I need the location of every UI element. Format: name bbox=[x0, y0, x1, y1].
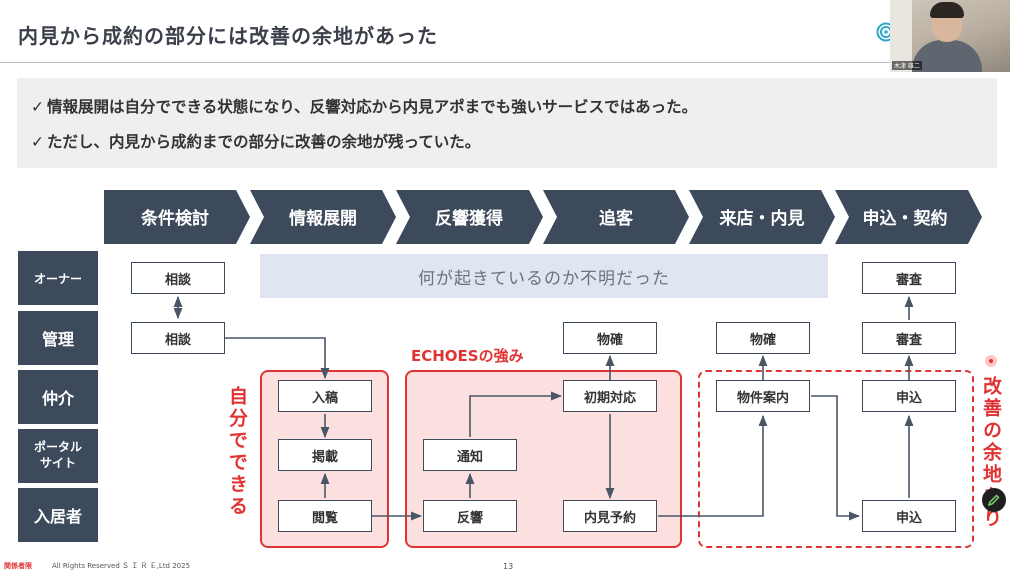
phase-arrow-2 bbox=[250, 190, 396, 244]
summary-box: ✓情報展開は自分でできる状態になり、反響対応から内見アポまでも強いサービスではあ… bbox=[17, 78, 997, 168]
check-icon: ✓ bbox=[31, 98, 44, 116]
node-tenant-apply: 申込 bbox=[862, 500, 956, 532]
summary-line-1: ✓情報展開は自分でできる状態になり、反響対応から内見アポまでも強いサービスではあ… bbox=[31, 95, 697, 117]
phase-arrow-6 bbox=[835, 190, 982, 244]
connector-notify-to-initial bbox=[469, 391, 563, 437]
node-mgmt-verify-1: 物確 bbox=[563, 322, 657, 354]
phase-label-2: 情報展開 bbox=[289, 208, 357, 229]
page-number: 13 bbox=[503, 562, 514, 571]
node-mgmt-verify-2: 物確 bbox=[716, 322, 810, 354]
webcam-name-tag: 木津 雄二 bbox=[892, 61, 922, 70]
summary-text-1: 情報展開は自分でできる状態になり、反響対応から内見アポまでも強いサービスではあっ… bbox=[47, 98, 698, 116]
lane-tenant: 入居者 bbox=[18, 488, 98, 542]
node-mgmt-review: 審査 bbox=[862, 322, 956, 354]
connector-consult-to-listing bbox=[225, 337, 330, 380]
phase-label-6: 申込・契約 bbox=[863, 208, 948, 229]
lane-broker: 仲介 bbox=[18, 370, 98, 424]
webcam-person-hair bbox=[930, 2, 964, 18]
phase-arrow-1 bbox=[104, 190, 250, 244]
annotation-pen-button[interactable] bbox=[982, 488, 1006, 512]
node-viewing-reservation: 内見予約 bbox=[563, 500, 657, 532]
lane-management: 管理 bbox=[18, 311, 98, 365]
phase-arrow-3 bbox=[396, 190, 543, 244]
summary-text-2: ただし、内見から成約までの部分に改善の余地が残っていた。 bbox=[47, 133, 481, 151]
node-mgmt-consult: 相談 bbox=[131, 322, 225, 354]
webcam-background bbox=[890, 0, 912, 72]
phase-arrow-4 bbox=[543, 190, 689, 244]
node-posting: 掲載 bbox=[278, 439, 372, 471]
node-broker-apply: 申込 bbox=[862, 380, 956, 412]
label-echoes-strength: ECHOESの強み bbox=[411, 347, 524, 365]
summary-line-2: ✓ただし、内見から成約までの部分に改善の余地が残っていた。 bbox=[31, 130, 480, 152]
node-response: 反響 bbox=[423, 500, 517, 532]
node-property-tour: 物件案内 bbox=[716, 380, 810, 412]
phase-label-3: 反響獲得 bbox=[435, 208, 503, 229]
improvement-region bbox=[698, 370, 974, 548]
node-owner-consult: 相談 bbox=[131, 262, 225, 294]
pencil-icon bbox=[987, 494, 1000, 507]
phase-label-1: 条件検討 bbox=[140, 208, 209, 229]
phase-arrow-5 bbox=[689, 190, 835, 244]
phase-label-5: 来店・内見 bbox=[719, 208, 805, 229]
footer-copyright: All Rights Reserved Ｓ Ｉ Ｒ Ｅ,Ltd 2025 bbox=[52, 562, 191, 570]
node-notify: 通知 bbox=[423, 439, 517, 471]
label-self-service: 自分でできる bbox=[226, 386, 248, 518]
node-browsing: 閲覧 bbox=[278, 500, 372, 532]
node-owner-review: 審査 bbox=[862, 262, 956, 294]
lane-portal-site: ポータル サイト bbox=[18, 429, 98, 483]
phase-label-4: 追客 bbox=[599, 208, 634, 229]
node-listing: 入稿 bbox=[278, 380, 372, 412]
laser-pointer-icon bbox=[985, 355, 997, 367]
footer-confidential: 関係者限 bbox=[4, 562, 32, 570]
title-divider bbox=[0, 62, 1010, 63]
connector-reservation-to-tour bbox=[658, 414, 768, 517]
unknown-status-note: 何が起きているのか不明だった bbox=[260, 254, 828, 298]
webcam-video-feed[interactable]: 木津 雄二 bbox=[890, 0, 1010, 72]
connector-tour-to-apply bbox=[811, 395, 861, 521]
webcam-person-torso bbox=[912, 40, 982, 72]
slide-title: 内見から成約の部分には改善の余地があった bbox=[18, 24, 438, 48]
node-initial-response: 初期対応 bbox=[563, 380, 657, 412]
lane-owner: オーナー bbox=[18, 251, 98, 305]
check-icon: ✓ bbox=[31, 133, 44, 151]
